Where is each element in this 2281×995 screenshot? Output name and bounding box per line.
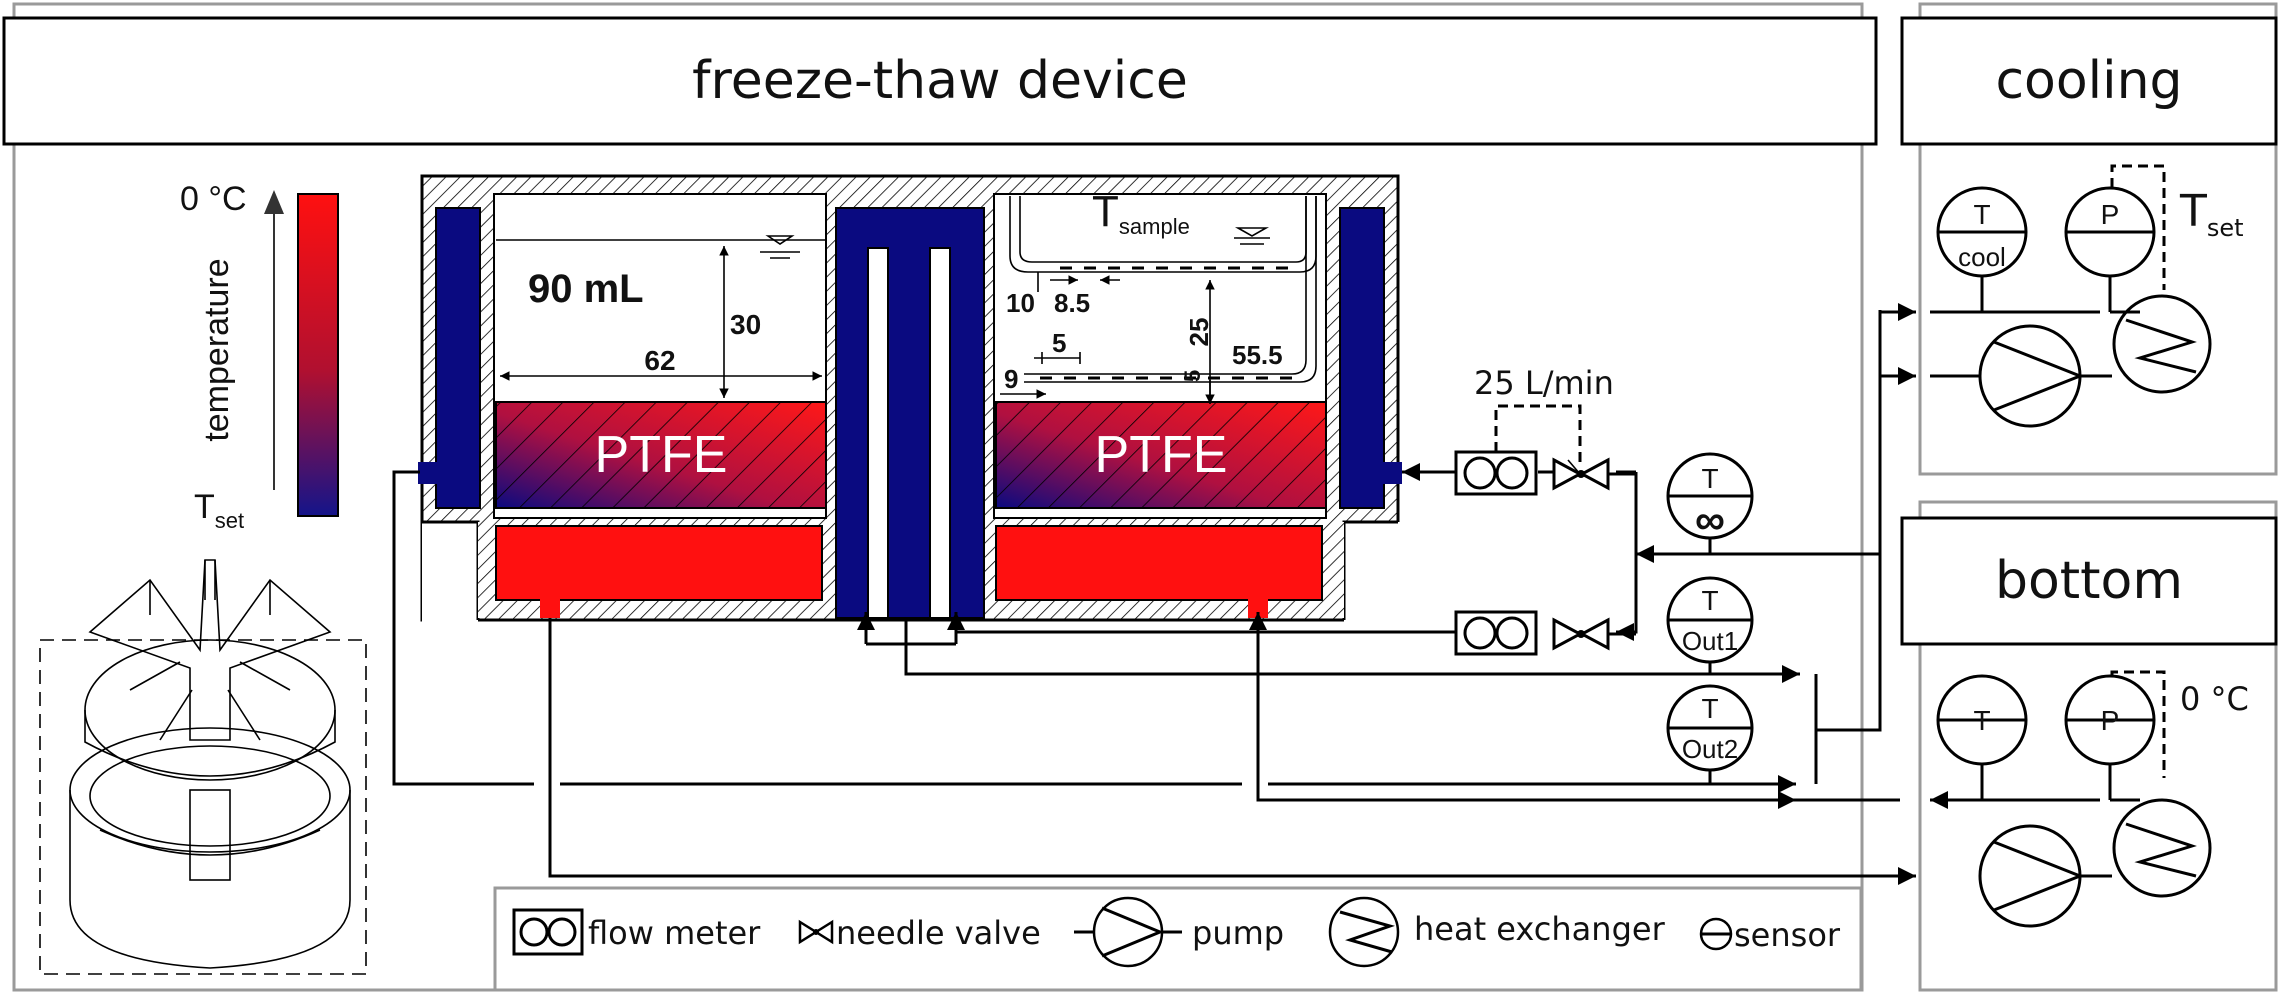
needle-valve-bottom (1552, 617, 1610, 651)
cool-sensor-t: T (1973, 199, 1990, 230)
device-header: freeze-thaw device (692, 51, 1188, 111)
dim-5b: 5 (1180, 370, 1205, 382)
sensor-out2-t: T (1701, 693, 1718, 724)
dim-25: 25 (1184, 318, 1214, 347)
cool-pressure-p: P (2101, 199, 2120, 230)
dim-62: 62 (644, 345, 675, 376)
right-cold-jacket (1339, 207, 1385, 509)
dim-55-5: 55.5 (1232, 340, 1283, 370)
left-dimensions (496, 235, 826, 398)
sample-temp-label: Tsample (1092, 187, 1190, 239)
flow-meter-bottom (1454, 610, 1538, 656)
bottom-header-box (1900, 516, 2278, 646)
legend-flow-meter: flow meter (588, 914, 761, 952)
bottom-frame (1918, 500, 2278, 992)
flow-meter-top (1454, 450, 1538, 496)
device-header-box (2, 16, 1878, 146)
legend-needle-valve-icon (798, 919, 834, 945)
central-cold-block (835, 207, 985, 619)
legend-needle-valve: needle valve (836, 914, 1041, 952)
sensor-t-infinity (1666, 452, 1754, 554)
cooling-frame (1918, 2, 2278, 476)
legend-sensor-icon (1699, 917, 1733, 951)
sample-holder (1000, 196, 1317, 404)
scale-axis-label: temperature (198, 258, 236, 441)
needle-valve-top (1552, 457, 1610, 491)
sensor-t-out2 (1666, 684, 1754, 784)
vessel-sketch (39, 559, 367, 975)
legend-heat-exchanger-icon (1328, 896, 1400, 968)
legend-sensor: sensor (1734, 916, 1841, 954)
sensor-out1-sub: Out1 (1682, 626, 1738, 656)
ptfe-right-label: PTFE (1095, 426, 1228, 484)
left-cold-jacket (435, 207, 481, 509)
dim-30: 30 (730, 309, 761, 340)
bottom-sensor-t: T (1973, 705, 1990, 736)
control-link-top (1494, 404, 1582, 464)
dim-8-5: 8.5 (1054, 288, 1090, 318)
cooling-unit (1930, 164, 2212, 428)
right-heater (995, 525, 1323, 601)
bottom-header: bottom (1995, 551, 2183, 611)
cool-set-label: Tset (2179, 186, 2244, 242)
dim-5a: 5 (1052, 328, 1066, 358)
sensor-inf-symbol: ∞ (1695, 496, 1725, 543)
temperature-arrow-head (264, 190, 284, 214)
piping (392, 303, 2100, 885)
dim-9: 9 (1004, 364, 1018, 394)
cooling-header: cooling (1995, 51, 2182, 111)
cooling-header-box (1900, 16, 2278, 146)
left-heater (495, 525, 823, 601)
legend-pump: pump (1192, 914, 1284, 952)
ptfe-left-label: PTFE (595, 426, 728, 484)
volume-label: 90 mL (528, 267, 644, 311)
cool-sensor-sub: cool (1958, 242, 2006, 272)
legend-heat-exchanger: heat exchanger (1414, 910, 1666, 948)
sensor-t-out1 (1666, 576, 1754, 674)
temperature-colorbar (297, 193, 339, 517)
scale-bottom-label: Tset (194, 488, 244, 533)
scale-top-label: 0 °C (180, 180, 247, 218)
sensor-inf-t: T (1701, 463, 1718, 494)
flow-rate-label: 25 L/min (1474, 364, 1614, 402)
legend-flow-meter-icon (512, 908, 584, 956)
legend-frame (493, 886, 1863, 992)
bottom-unit (1936, 670, 2212, 928)
bottom-pressure-p: P (2101, 705, 2120, 736)
legend: flow meter needle valve pump heat exchan… (512, 896, 1841, 968)
legend-pump-icon (1074, 896, 1182, 968)
dim-10: 10 (1006, 288, 1035, 318)
sensor-out2-sub: Out2 (1682, 734, 1738, 764)
sensor-out1-t: T (1701, 585, 1718, 616)
bottom-set-label: 0 °C (2180, 680, 2249, 718)
